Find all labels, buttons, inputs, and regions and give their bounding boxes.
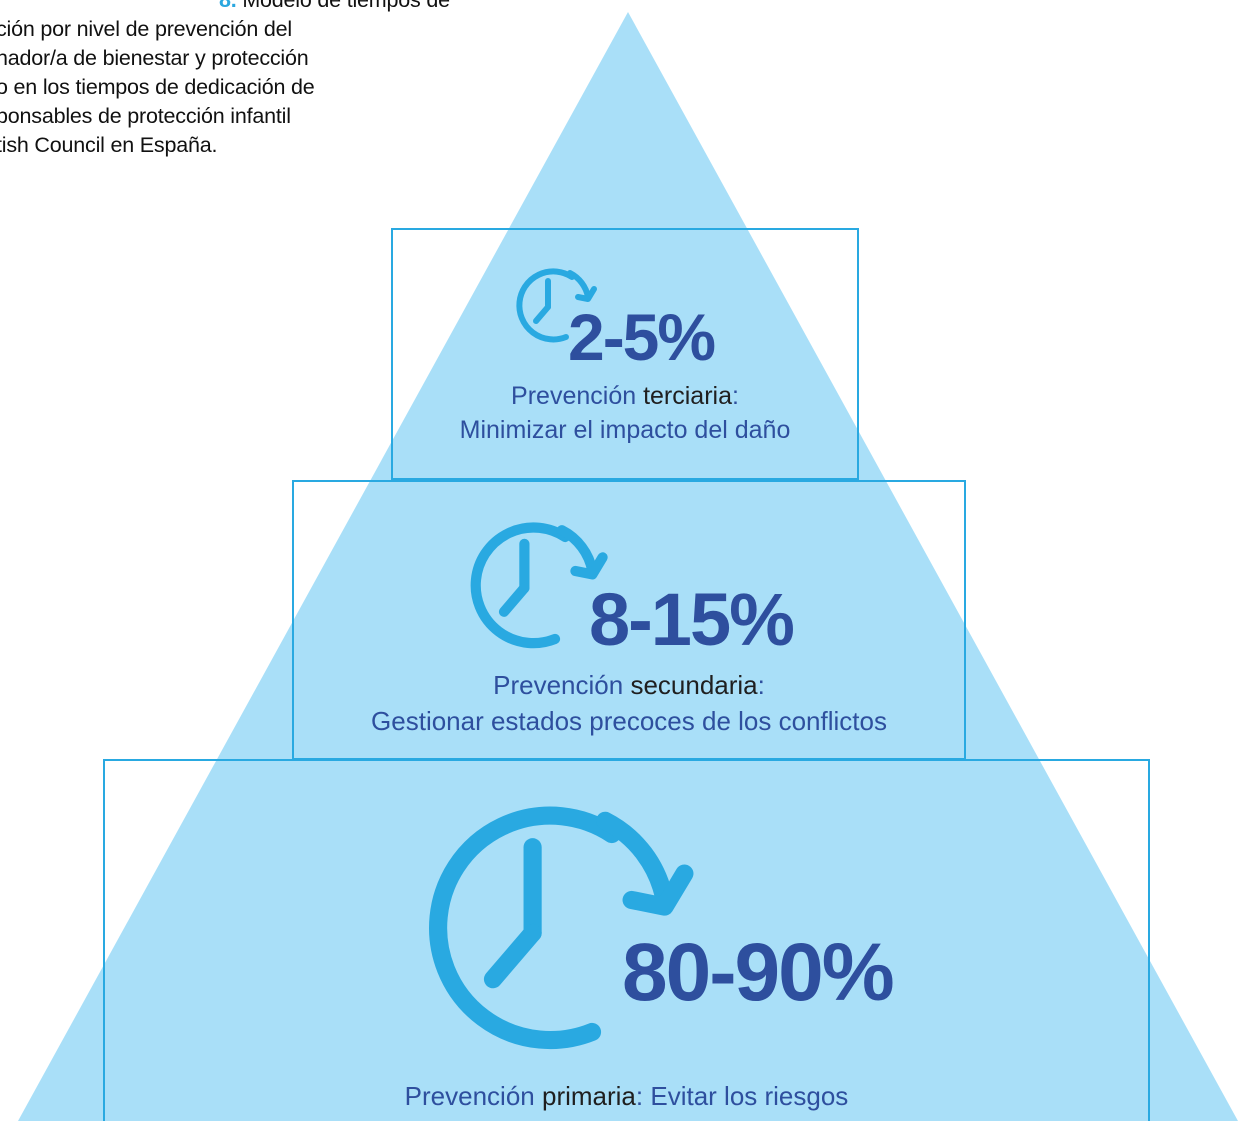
tertiary-description: Prevención terciaria: Minimizar el impac… [392,379,858,447]
primary-suffix: : Evitar los riesgos [635,1081,849,1111]
tertiary-suffix: : [732,382,739,410]
clock-arrow-icon [470,522,608,649]
primary-keyword: primaria [541,1081,636,1111]
caption-line-4: o en los tiempos de dedicación de [0,75,315,99]
caption-line-1: Modelo de tiempos de [242,0,450,12]
clock-arrow-icon [429,806,694,1050]
secondary-line-2: Gestionar estados precoces de los confli… [371,706,887,736]
secondary-level: 8-15% Prevención secundaria: Gestionar e… [293,481,965,759]
secondary-prefix: Prevención [493,670,631,700]
primary-prefix: Prevención [404,1081,542,1111]
caption-line-5: ponsables de protección infantil [0,104,291,128]
tertiary-keyword: terciaria [643,382,732,410]
primary-box [103,759,1150,1121]
clock-arrow-icon [516,268,597,343]
secondary-percent: 8-15% [589,578,795,661]
caption-line-2: ción por nivel de prevención del [0,17,292,41]
caption-line-3: nador/a de bienestar y protección [0,46,309,70]
tertiary-level: 2-5% Prevención terciaria: Minimizar el … [392,229,858,479]
tertiary-line-2: Minimizar el impacto del daño [459,416,791,444]
secondary-keyword: secundaria [630,670,758,700]
pyramid-triangle [18,12,1238,1121]
secondary-suffix: : [757,670,765,700]
tertiary-percent: 2-5% [568,300,716,374]
tertiary-box [391,228,859,480]
secondary-description: Prevención secundaria: Gestionar estados… [293,667,965,739]
primary-level: 80-90% Prevención primaria: Evitar los r… [104,760,1149,1121]
primary-percent: 80-90% [622,927,895,1018]
tertiary-prefix: Prevención [511,382,644,410]
figure-label: 8. [219,0,237,12]
primary-description: Prevención primaria: Evitar los riesgos [104,1078,1149,1114]
caption-line-6: tish Council en España. [0,133,218,157]
